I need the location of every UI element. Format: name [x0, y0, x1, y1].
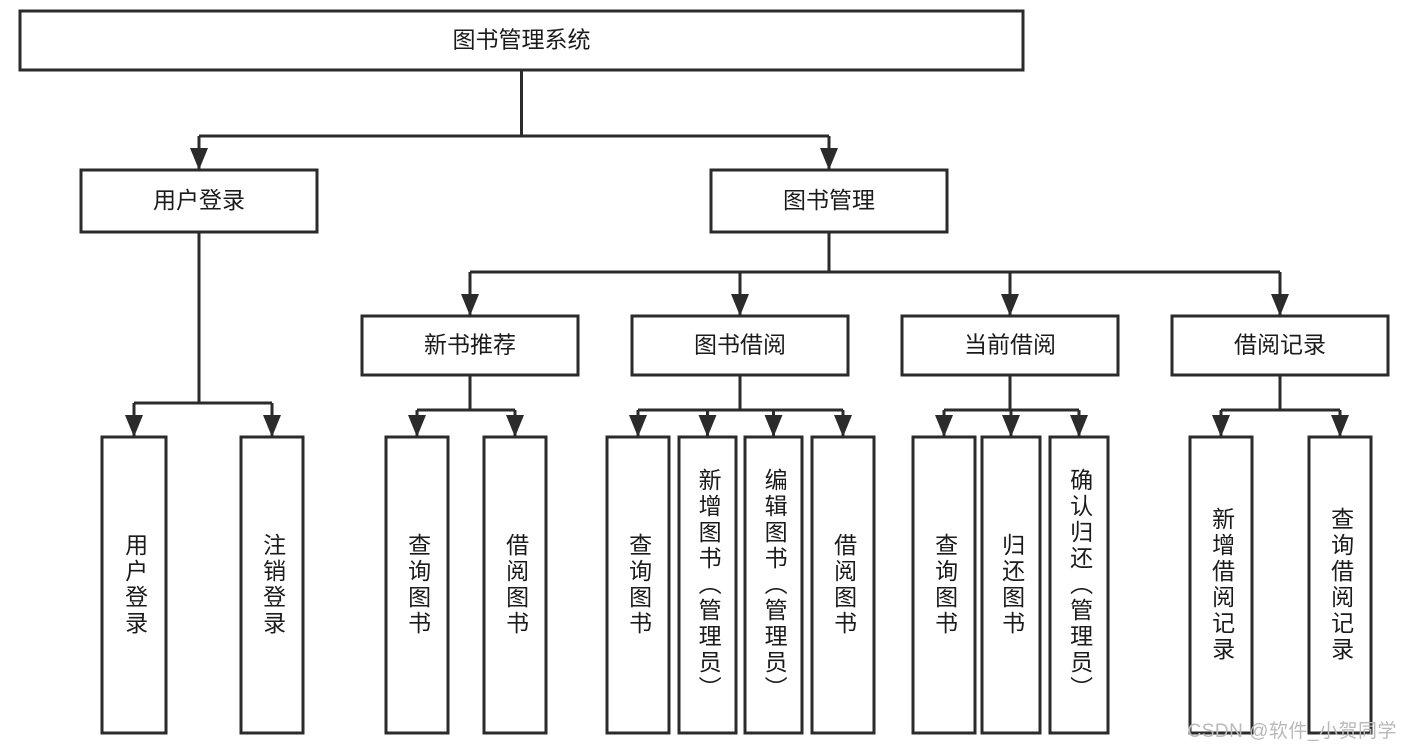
- node-box[interactable]: [900, 314, 1120, 377]
- arrow-down-icon: [1070, 415, 1088, 437]
- node-label: 新书推荐: [424, 332, 516, 358]
- level2-node-e59bbee4b9a6e7aea1e79086[interactable]: 图书管理: [709, 168, 949, 234]
- leaf-node-e5809fe99885e59bbee4b9a6[interactable]: [482, 435, 548, 735]
- leaf-node-e5bd92e8bf98e59bbee4b9a6[interactable]: [980, 435, 1042, 735]
- arrow-down-icon: [125, 415, 143, 437]
- leaf-node-e7a1aee8aea4e5bd92e8bf98[interactable]: [1048, 435, 1110, 735]
- arrow-down-icon: [1002, 415, 1020, 437]
- level3-node-e59bbee4b9a6e5809fe99885[interactable]: 图书借阅: [630, 314, 850, 377]
- leaf-node-e7bc96e8be91e59bbee4b9a6[interactable]: [743, 435, 804, 735]
- node-label: 借阅记录: [1234, 332, 1326, 358]
- node-box[interactable]: [1048, 435, 1110, 735]
- watermark: CSDN @软件_小贺同学: [1187, 721, 1397, 742]
- node-box[interactable]: [677, 435, 738, 735]
- level2-node-e794a8e688b7e799bbe5bd95[interactable]: 用户登录: [79, 168, 319, 234]
- arrow-down-icon: [1271, 294, 1289, 316]
- arrow-down-icon: [935, 415, 953, 437]
- node-box[interactable]: [743, 435, 804, 735]
- node-box[interactable]: [605, 435, 671, 735]
- leaf-node-e69fa5e8afa2e59bbee4b9a6[interactable]: [605, 435, 671, 735]
- leaf-node-e696b0e5a29ee5809fe99885[interactable]: [1188, 435, 1254, 735]
- root-node-e59bbee4b9a6e7aea1e79086[interactable]: 图书管理系统: [18, 9, 1025, 72]
- level3-node-e696b0e4b9a6e68ea8e88d90[interactable]: 新书推荐: [360, 314, 580, 377]
- node-box[interactable]: [1307, 435, 1373, 735]
- leaf-node-e69fa5e8afa2e5809fe99885[interactable]: [1307, 435, 1373, 735]
- arrow-down-icon: [1001, 294, 1019, 316]
- leaf-node-e69fa5e8afa2e59bbee4b9a6[interactable]: [384, 435, 450, 735]
- node-box[interactable]: [18, 9, 1025, 72]
- leaf-node-e6b3a8e99480e799bbe5bd95[interactable]: [239, 435, 305, 735]
- leaf-node-e5809fe99885e59bbee4b9a6[interactable]: [810, 435, 876, 735]
- node-box[interactable]: [482, 435, 548, 735]
- arrow-down-icon: [190, 148, 208, 170]
- arrow-down-icon: [408, 415, 426, 437]
- level3-node-e5809fe99885e8aeb0e5bd95[interactable]: 借阅记录: [1170, 314, 1390, 377]
- arrow-down-icon: [764, 415, 783, 437]
- node-box[interactable]: [79, 168, 319, 234]
- node-label: 当前借阅: [964, 332, 1056, 358]
- node-box[interactable]: [810, 435, 876, 735]
- node-box[interactable]: [100, 435, 168, 735]
- node-box[interactable]: [360, 314, 580, 377]
- level3-node-e5bd93e5898de5809fe99885[interactable]: 当前借阅: [900, 314, 1120, 377]
- arrow-down-icon: [834, 415, 852, 437]
- node-box[interactable]: [911, 435, 977, 735]
- node-label: 图书管理系统: [453, 27, 591, 53]
- arrow-down-icon: [263, 415, 281, 437]
- arrow-down-icon: [461, 294, 479, 316]
- leaf-node-e696b0e5a29ee59bbee4b9a6[interactable]: [677, 435, 738, 735]
- arrow-down-icon: [698, 415, 717, 437]
- leaf-node-e69fa5e8afa2e59bbee4b9a6[interactable]: [911, 435, 977, 735]
- node-box[interactable]: [980, 435, 1042, 735]
- leaf-node-e794a8e688b7e799bbe5bd95[interactable]: [100, 435, 168, 735]
- arrow-down-icon: [506, 415, 524, 437]
- node-label: 用户登录: [153, 187, 245, 213]
- arrow-down-icon: [629, 415, 647, 437]
- node-label: 图书借阅: [694, 332, 786, 358]
- arrow-down-icon: [731, 294, 749, 316]
- arrow-down-icon: [1212, 415, 1230, 437]
- node-label: 图书管理: [783, 187, 875, 213]
- node-box[interactable]: [239, 435, 305, 735]
- node-box[interactable]: [1188, 435, 1254, 735]
- node-box[interactable]: [384, 435, 450, 735]
- arrow-down-icon: [820, 148, 838, 170]
- arrow-down-icon: [1331, 415, 1349, 437]
